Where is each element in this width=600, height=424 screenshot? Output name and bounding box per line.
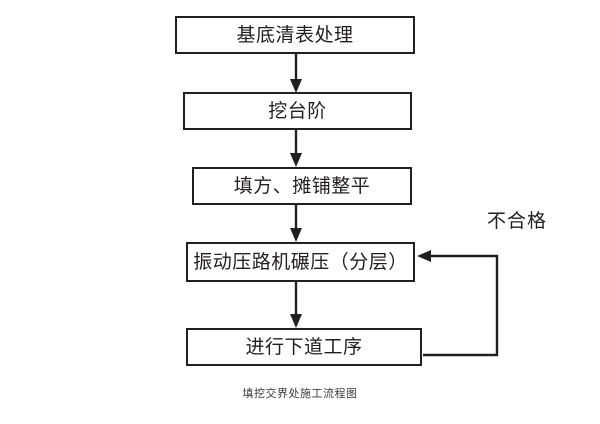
edge-n2-n3 <box>290 129 302 167</box>
edge-n3-n4 <box>290 204 302 242</box>
node-fill-and-level[interactable]: 填方、摊铺整平 <box>192 167 412 205</box>
diagram-caption: 填挖交界处施工流程图 <box>242 387 358 400</box>
node-label: 挖台阶 <box>268 99 327 122</box>
node-excavate-steps[interactable]: 挖台阶 <box>183 92 412 130</box>
edge-n5-n4-feedback <box>417 250 499 357</box>
node-next-process[interactable]: 进行下道工序 <box>186 328 422 366</box>
node-label: 进行下道工序 <box>245 335 363 358</box>
node-label: 振动压路机碾压（分层） <box>193 250 408 273</box>
edge-label-unqualified: 不合格 <box>487 210 548 232</box>
edge-n1-n2 <box>290 53 302 93</box>
node-vibratory-roller-compaction[interactable]: 振动压路机碾压（分层） <box>186 242 415 282</box>
node-label: 填方、摊铺整平 <box>233 174 371 197</box>
edge-n4-n5 <box>290 282 302 328</box>
node-base-clearing[interactable]: 基底清表处理 <box>175 16 415 54</box>
node-label: 基底清表处理 <box>236 23 354 46</box>
